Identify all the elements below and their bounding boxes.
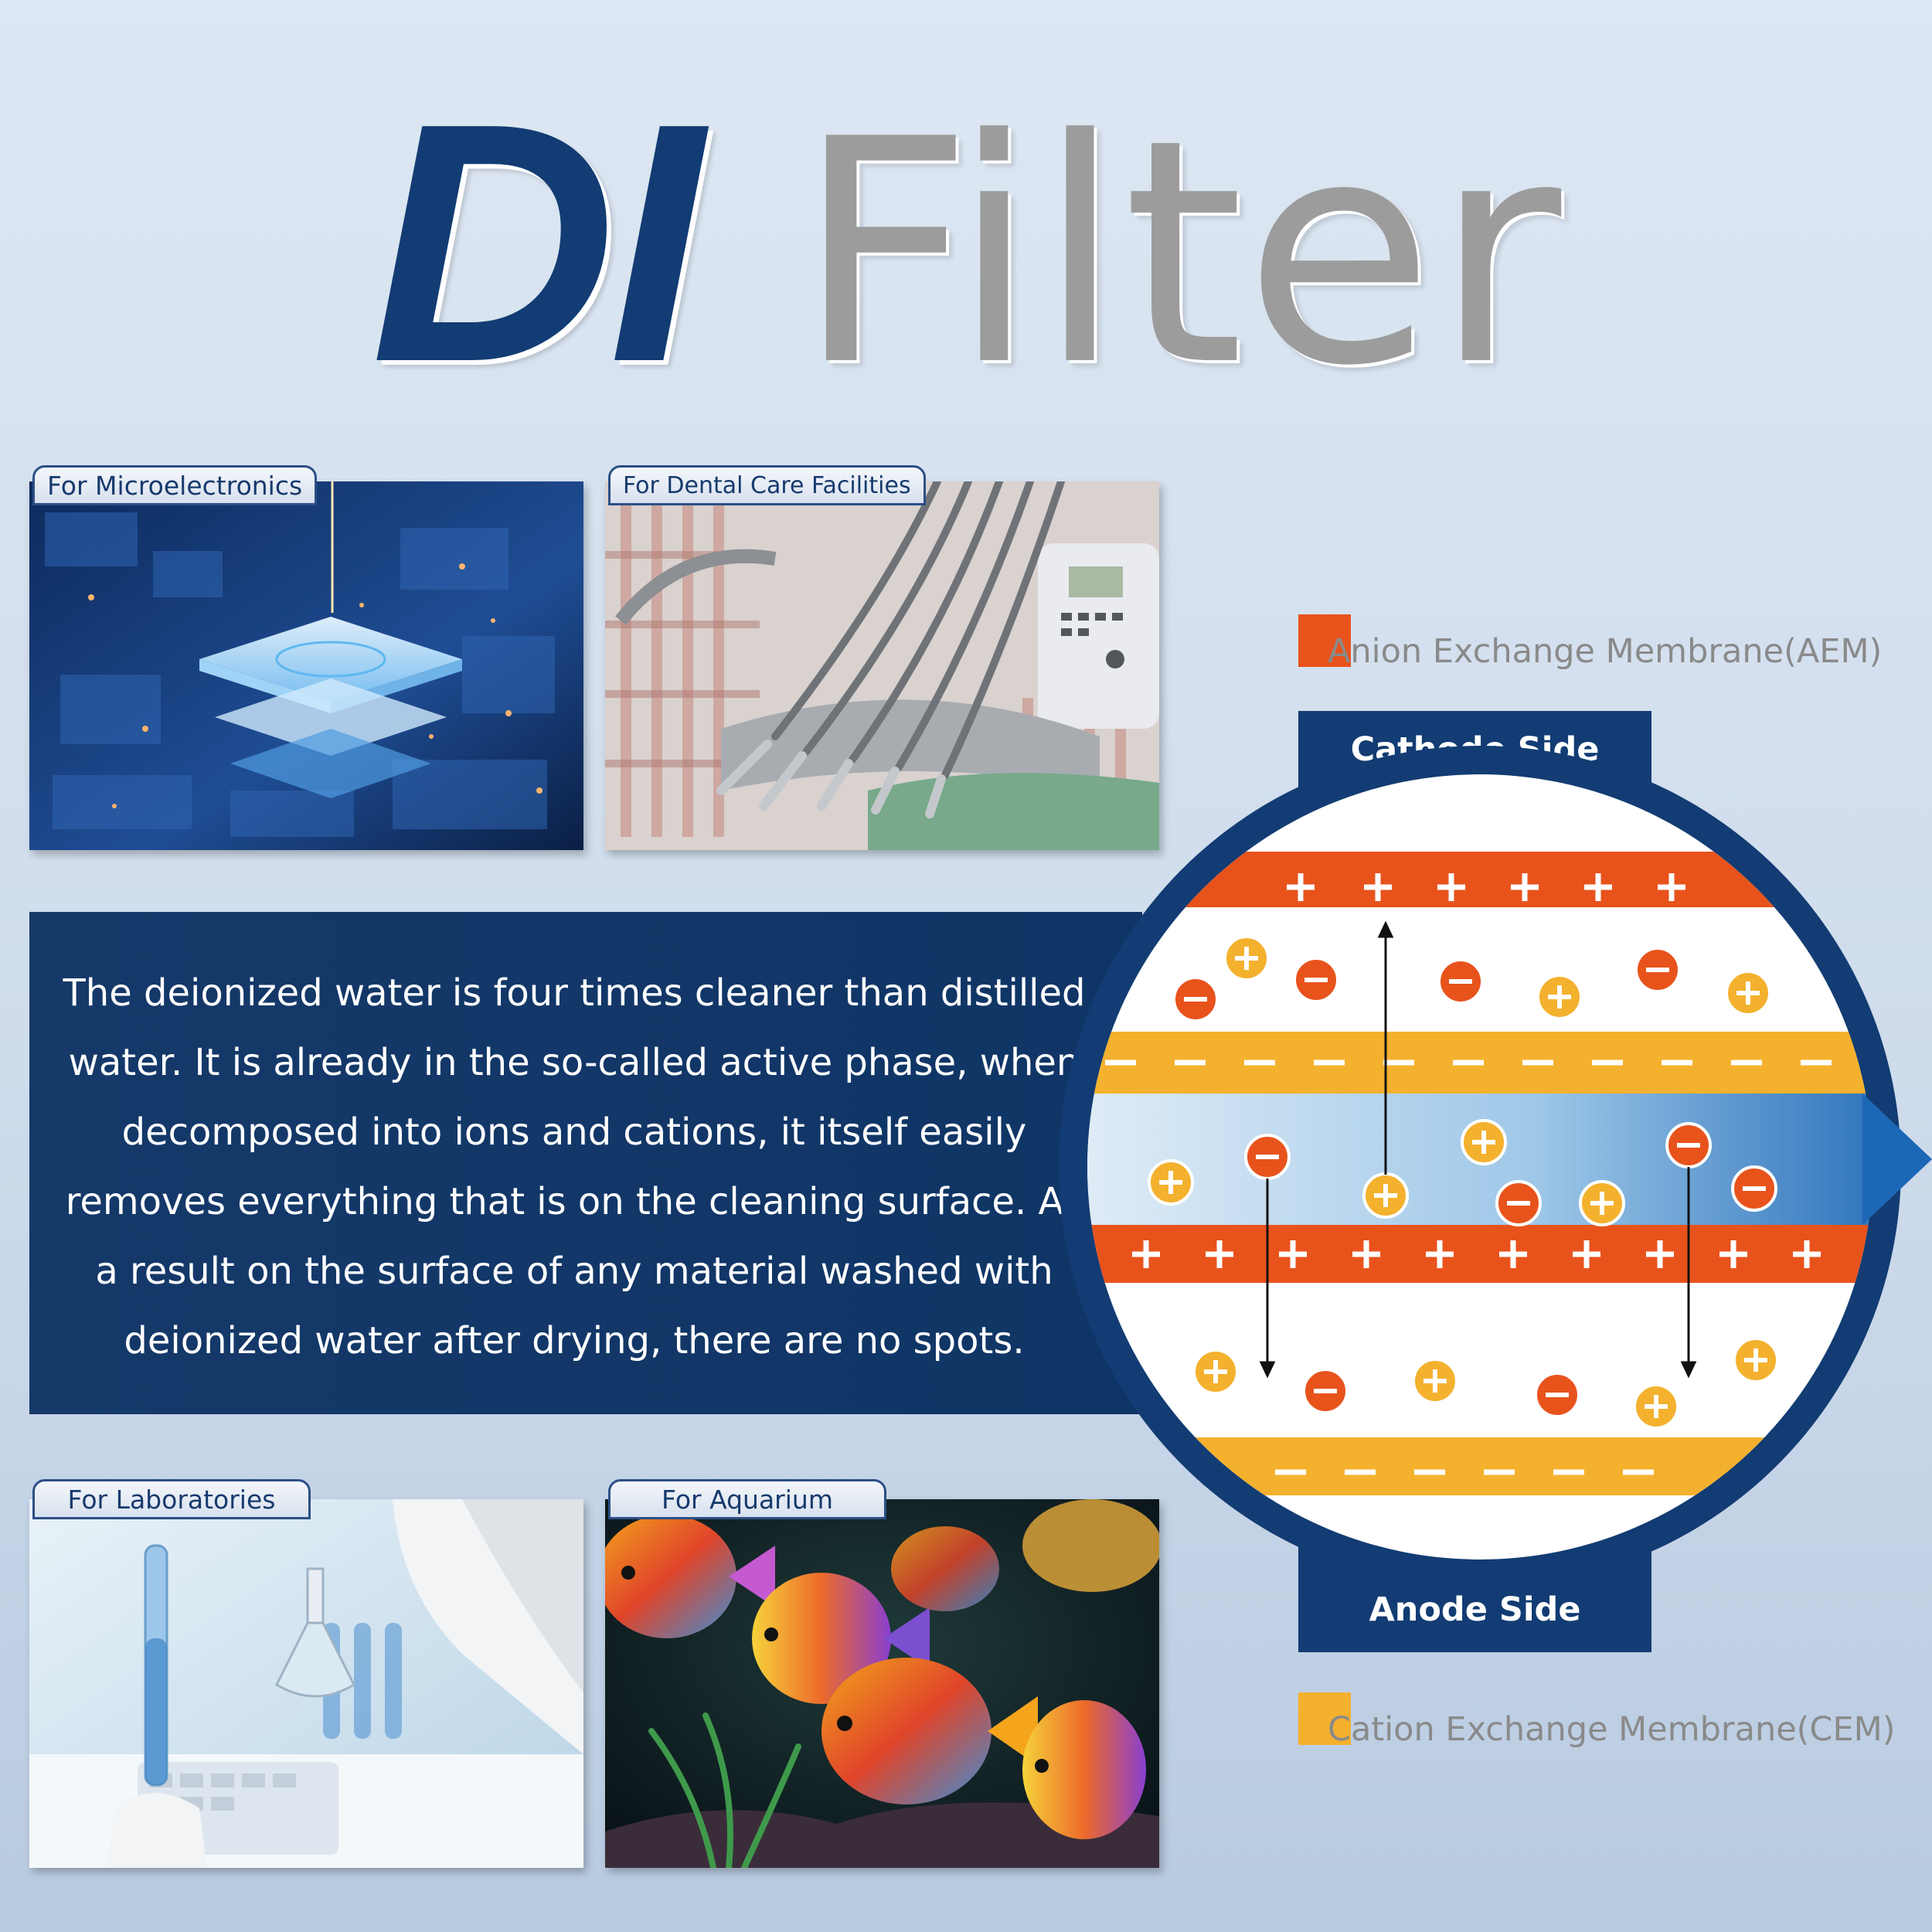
label-microelectronics: For Microelectronics	[32, 465, 318, 505]
legend-aem-swatch	[1298, 614, 1351, 667]
title-filter: Filter	[795, 74, 1562, 434]
label-dental: For Dental Care Facilities	[608, 465, 926, 505]
legend-cem-swatch	[1298, 1692, 1351, 1745]
label-laboratories: For Laboratories	[32, 1479, 311, 1519]
photo-aquarium	[605, 1499, 1159, 1868]
legend-cem-label: Cation Exchange Membrane(CEM)	[1328, 1710, 1896, 1749]
anode-side-label: Anode Side	[1369, 1590, 1581, 1629]
photo-dental	[605, 481, 1159, 850]
photo-microelectronics	[29, 481, 583, 850]
membrane-diagram	[1059, 746, 1932, 1588]
ion-markers	[1148, 935, 1779, 1430]
label-aquarium: For Aquarium	[608, 1479, 886, 1519]
flow-arrow-head	[1862, 1094, 1932, 1225]
title-di: DI	[370, 53, 703, 433]
description-panel: The deionized water is four times cleane…	[29, 912, 1142, 1414]
photo-laboratories	[29, 1499, 583, 1868]
description-text: The deionized water is four times cleane…	[63, 971, 1086, 1362]
legend-aem-label: Anion Exchange Membrane(AEM)	[1328, 632, 1883, 671]
